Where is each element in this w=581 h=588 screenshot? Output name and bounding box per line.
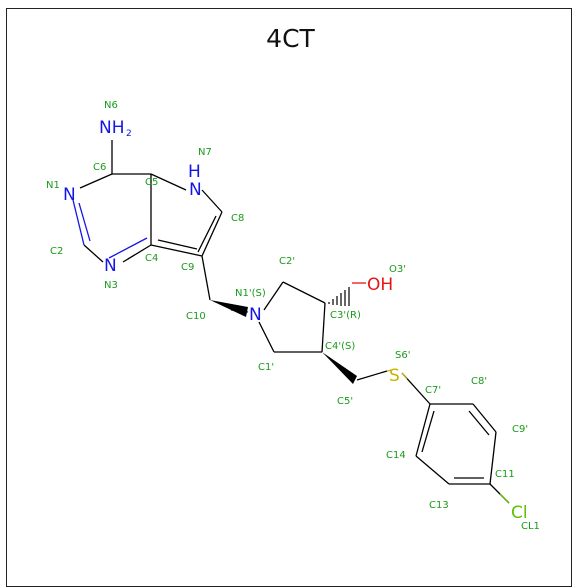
atom-label: N6: [104, 100, 118, 111]
atom-label: N1'(S): [235, 288, 266, 299]
bond-c9-c10: [201, 255, 211, 301]
atom-label: C14: [386, 450, 406, 461]
sulfur-symbol: S: [389, 366, 400, 386]
wedge-c10-n1p: [210, 300, 248, 317]
bond-c6-n1: [79, 173, 113, 189]
atom-label: C9: [181, 262, 194, 273]
bond-c9-c4-inner: [157, 239, 198, 250]
bond-c3p-c4p: [321, 302, 326, 353]
bond-c8-c9-double: [197, 215, 217, 253]
bond-c8-c9: [201, 211, 223, 257]
bond-c5-n7: [150, 173, 187, 191]
atom-label: C3'(R): [330, 310, 361, 321]
bond-n3-c2: [83, 244, 104, 263]
atom-label: C7': [425, 385, 441, 396]
atom-label: C5: [145, 177, 158, 188]
atom-label: N1: [46, 180, 60, 191]
atom-label: O3': [389, 264, 406, 275]
bond-c5p-s6p: [356, 370, 388, 381]
bond-c8p-c9p: [472, 403, 497, 433]
diagram-frame: [6, 8, 572, 587]
molecule-title: 4CT: [266, 24, 315, 53]
atom-label: C8': [471, 376, 487, 387]
atom-label: C2': [279, 256, 295, 267]
atom-labels: N6 N1 C6 C5 N7 C2 C4 N3 C8 C9 C10 N1'(S)…: [46, 100, 540, 532]
bond-c14-c7p: [415, 403, 431, 457]
atom-label: C6: [93, 162, 106, 173]
atom-label: C4: [145, 253, 158, 264]
atom-label: C1': [258, 362, 274, 373]
atom-label: C8: [231, 213, 244, 224]
atom-label: N7: [198, 147, 212, 158]
element-symbols: NH 2 N N N H N OH S Cl: [63, 118, 528, 523]
bond-c2p-c3p: [282, 281, 326, 304]
bond-n7-c8: [201, 189, 223, 213]
pyrrolidine-n-symbol: N: [249, 305, 262, 325]
atom-label: C10: [186, 311, 206, 322]
bond-c1p-n1p: [258, 321, 275, 353]
bond-c8p-c9p-double: [468, 410, 490, 436]
bond-c11-cl-tip: [499, 493, 510, 504]
chlorine-symbol: Cl: [511, 503, 528, 523]
atom-label: C11: [495, 469, 515, 480]
atom-label: C5': [337, 396, 353, 407]
n7-hydrogen-symbol: H: [188, 162, 201, 182]
amine-nh-symbol: NH: [99, 118, 125, 138]
atom-label: CL1: [521, 521, 540, 532]
bond-c4-n3: [122, 244, 152, 263]
atom-label: C4'(S): [325, 341, 355, 352]
wedge-c4p-c5p: [322, 352, 357, 384]
atom-label: N3: [104, 280, 118, 291]
n7-symbol: N: [189, 180, 202, 200]
bond-s6p-c7p-tip: [401, 372, 408, 380]
bond-lines: [79, 140, 510, 504]
n1-symbol: N: [63, 185, 76, 205]
bond-n3-c4-inner: [108, 237, 148, 259]
hydroxyl-symbol: OH: [367, 275, 393, 295]
bond-c13-c14: [415, 455, 450, 485]
atom-label: C9': [512, 424, 528, 435]
bond-c9-c4: [150, 244, 203, 257]
bond-c9p-c11: [489, 431, 497, 485]
bond-c5p-s6p-tip: [386, 369, 393, 372]
atom-label: C2: [50, 246, 63, 257]
bond-c14-c7p-double: [421, 410, 435, 453]
atom-label: S6': [395, 350, 410, 361]
bond-n1-c2-double: [78, 202, 91, 242]
bond-n1-c2: [72, 199, 85, 246]
atom-label: C13: [429, 500, 449, 511]
amine-subscript: 2: [126, 129, 132, 139]
bond-n1p-c2p: [263, 281, 284, 311]
hashed-wedge-c3p-o3p: [328, 287, 350, 306]
n3-symbol: N: [104, 256, 117, 276]
